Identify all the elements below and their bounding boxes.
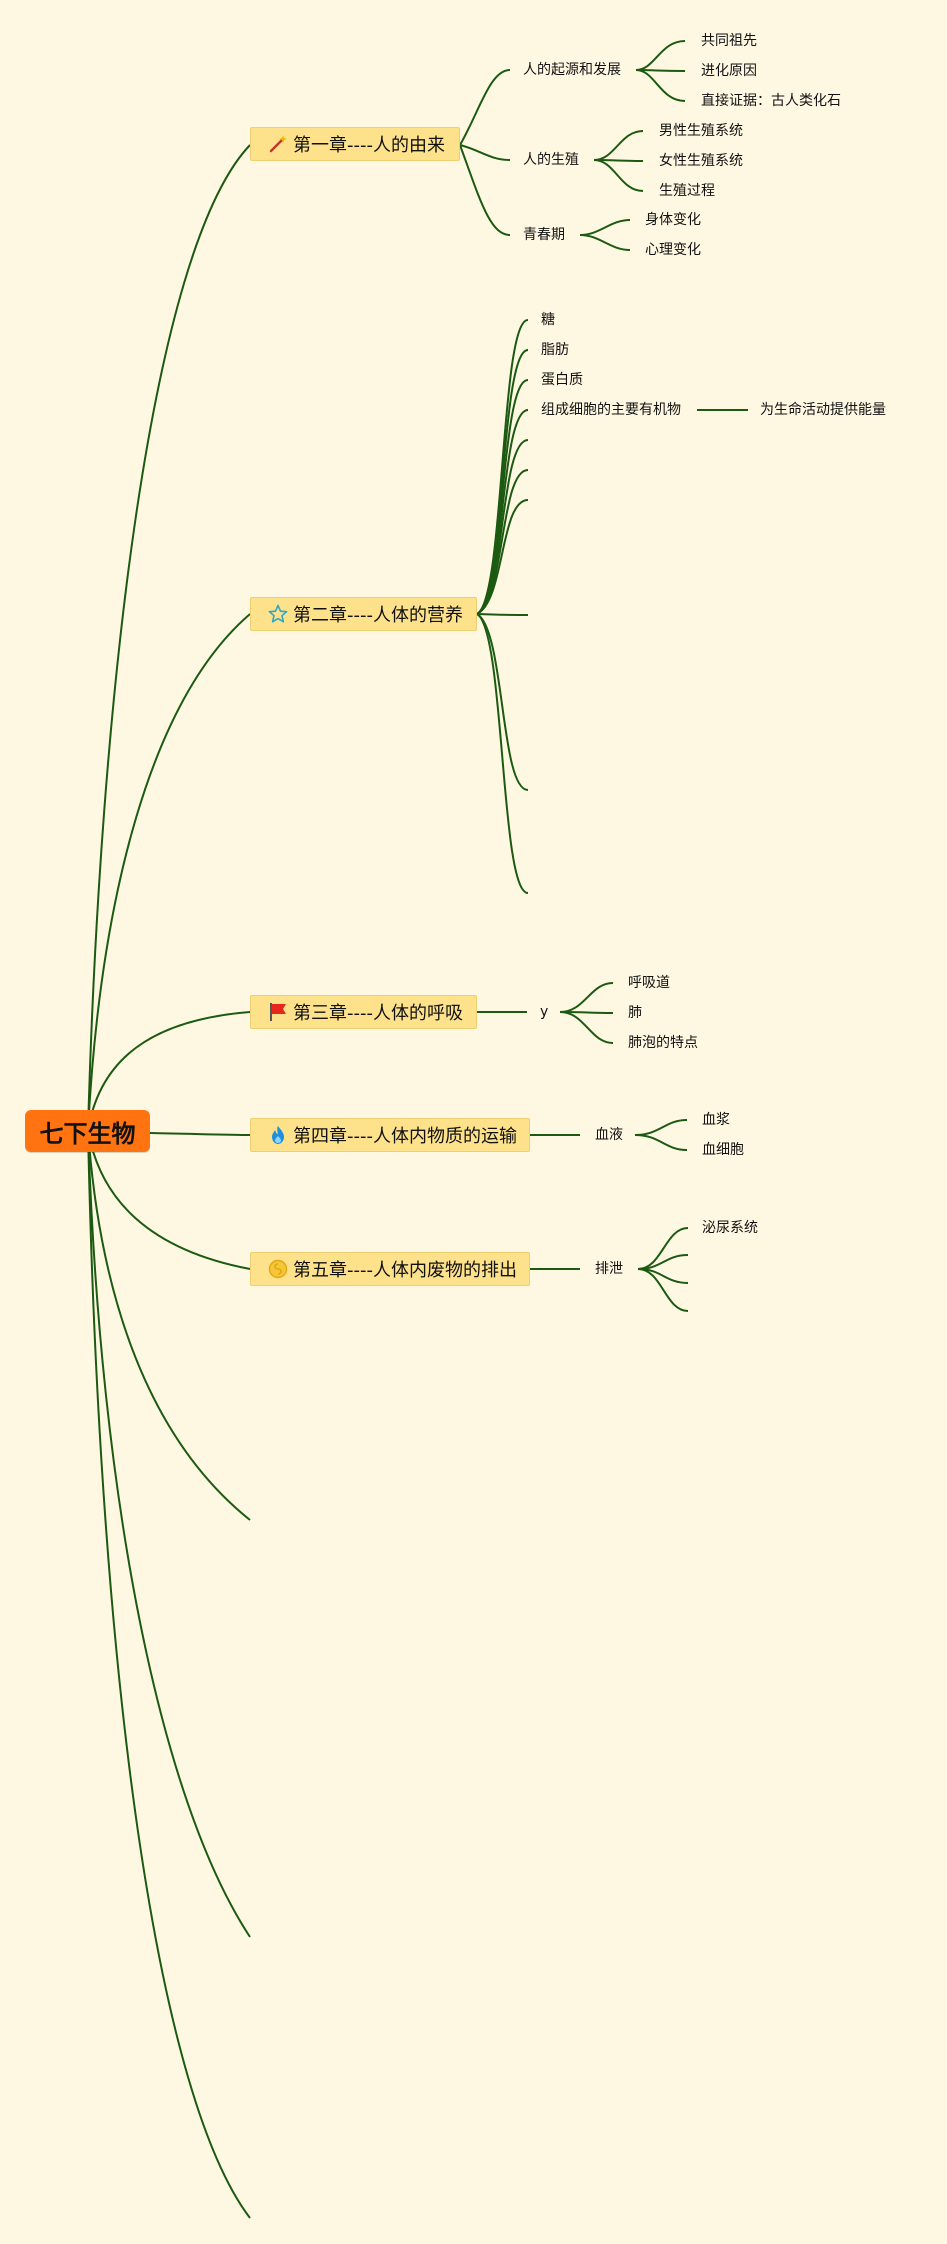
root-topic[interactable]: 七下生物 — [25, 1110, 150, 1152]
ch5-node-link-4 — [637, 1268, 689, 1312]
ch1-repro-link-1 — [593, 130, 644, 161]
ch1-link-puberty — [459, 144, 511, 236]
ch3-node-link-3 — [559, 1011, 614, 1044]
ch1-link-origin — [459, 69, 511, 146]
ch1-origin-item[interactable]: 直接证据：古人类化石 — [701, 93, 841, 109]
root-link-ch3 — [87, 1011, 251, 1131]
ch2-item[interactable]: 蛋白质 — [541, 372, 583, 388]
star-icon — [267, 603, 289, 625]
ch4-node[interactable]: 血液 — [595, 1127, 623, 1143]
root-link-ch2 — [87, 613, 251, 1131]
root-link-ch4 — [149, 1132, 251, 1136]
ch2-link-4 — [476, 409, 529, 615]
root-link-empty-1 — [87, 1129, 251, 1521]
ch4-item[interactable]: 血细胞 — [702, 1142, 744, 1158]
chapter-topic-label: 第一章----人的由来 — [293, 135, 445, 156]
flame-icon — [267, 1124, 289, 1146]
ch1-puberty-link-1 — [579, 219, 631, 236]
ch2-link-8 — [476, 613, 529, 616]
ch1-repro-item[interactable]: 生殖过程 — [659, 183, 715, 199]
ch1-origin-topic[interactable]: 人的起源和发展 — [523, 62, 621, 78]
ch1-puberty-item[interactable]: 心理变化 — [645, 242, 701, 258]
ch1-origin-link-1 — [635, 40, 686, 71]
chapter-topic-4[interactable]: 第四章----人体内物质的运输 — [250, 1118, 530, 1152]
ch2-link-10 — [476, 613, 529, 894]
ch3-item[interactable]: 肺泡的特点 — [628, 1035, 698, 1051]
ch3-item[interactable]: 肺 — [628, 1005, 642, 1021]
chapter-topic-5[interactable]: 第五章----人体内废物的排出 — [250, 1252, 530, 1286]
ch2-item[interactable]: 糖 — [541, 312, 555, 328]
flag-icon — [267, 1001, 289, 1023]
chapter-topic-3[interactable]: 第三章----人体的呼吸 — [250, 995, 477, 1029]
ch2-link-2 — [476, 349, 529, 615]
chapter-topic-1[interactable]: 第一章----人的由来 — [250, 127, 460, 161]
ch1-link-repro — [459, 144, 511, 161]
chapter-topic-label: 第三章----人体的呼吸 — [293, 1003, 463, 1024]
ch5-node[interactable]: 排泄 — [595, 1261, 623, 1277]
chapter-topic-label: 第二章----人体的营养 — [293, 605, 463, 626]
ch2-link-9 — [476, 613, 529, 791]
gold-coin-icon — [267, 1258, 289, 1280]
ch3-item[interactable]: 呼吸道 — [628, 975, 670, 991]
ch1-puberty-item[interactable]: 身体变化 — [645, 212, 701, 228]
ch2-item[interactable]: 脂肪 — [541, 342, 569, 358]
ch1-puberty-link-2 — [579, 234, 631, 251]
ch3-node[interactable]: y — [540, 1004, 549, 1020]
magic-wand-icon — [267, 133, 289, 155]
ch2-energy-item[interactable]: 为生命活动提供能量 — [760, 402, 886, 418]
ch4-node-link-2 — [634, 1134, 688, 1151]
root-topic-label: 七下生物 — [39, 1119, 136, 1148]
ch1-origin-item[interactable]: 共同祖先 — [701, 33, 757, 49]
chapter-topic-2[interactable]: 第二章----人体的营养 — [250, 597, 477, 631]
root-link-ch5 — [87, 1129, 251, 1270]
ch1-origin-item[interactable]: 进化原因 — [701, 63, 757, 79]
ch1-repro-item[interactable]: 女性生殖系统 — [659, 153, 743, 169]
ch1-repro-link-3 — [593, 159, 644, 192]
ch1-puberty-topic[interactable]: 青春期 — [523, 227, 565, 243]
chapter-topic-label: 第四章----人体内物质的运输 — [293, 1126, 517, 1147]
ch1-repro-topic[interactable]: 人的生殖 — [523, 152, 579, 168]
ch2-item[interactable]: 组成细胞的主要有机物 — [541, 402, 681, 418]
ch3-node-link-1 — [559, 982, 614, 1013]
ch4-node-link-1 — [634, 1119, 688, 1136]
ch2-link-7 — [476, 499, 529, 615]
root-link-empty-3 — [87, 1129, 251, 2219]
ch5-item[interactable]: 泌尿系统 — [702, 1220, 758, 1236]
ch4-item[interactable]: 血浆 — [702, 1112, 730, 1128]
chapter-topic-label: 第五章----人体内废物的排出 — [293, 1260, 517, 1281]
ch1-origin-link-3 — [635, 69, 686, 102]
ch1-repro-item[interactable]: 男性生殖系统 — [659, 123, 743, 139]
root-link-ch1 — [87, 144, 251, 1131]
root-link-empty-2 — [87, 1129, 251, 1938]
